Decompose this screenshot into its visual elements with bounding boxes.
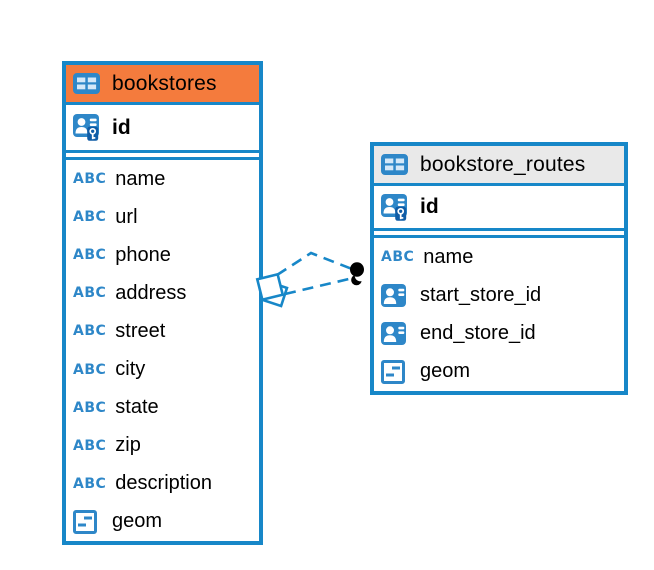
column-row-name[interactable]: ABC name: [374, 238, 624, 276]
column-name: street: [115, 319, 166, 342]
column-name: address: [115, 281, 187, 304]
column-name: name: [423, 245, 474, 268]
column-name: description: [115, 472, 212, 495]
column-name: zip: [115, 434, 141, 457]
column-row-url[interactable]: ABC url: [66, 198, 259, 236]
relationship-target-dot-marker[interactable]: [350, 262, 367, 286]
relationship-line-upper[interactable]: [276, 251, 353, 277]
column-row-end-store-id[interactable]: end_store_id: [374, 315, 624, 353]
text-type-icon: ABC: [73, 247, 107, 264]
table-title: bookstores: [112, 71, 217, 95]
text-type-icon: ABC: [73, 361, 107, 378]
text-type-icon: ABC: [73, 285, 107, 302]
table-header-bookstore-routes[interactable]: bookstore_routes: [374, 146, 624, 186]
primary-key-name: id: [112, 115, 131, 139]
relationship-line-lower[interactable]: [284, 277, 350, 296]
table-header-bookstores[interactable]: bookstores: [66, 65, 259, 105]
primary-key-icon: [381, 193, 411, 221]
column-row-city[interactable]: ABC city: [66, 350, 259, 388]
column-row-street[interactable]: ABC street: [66, 312, 259, 350]
column-row-geom[interactable]: geom: [66, 503, 259, 541]
column-name: geom: [112, 510, 163, 533]
primary-key-icon: [73, 114, 103, 141]
column-name: name: [115, 167, 166, 190]
geometry-type-icon: [73, 509, 103, 534]
column-name: geom: [420, 360, 471, 383]
section-divider-gap: [66, 153, 259, 157]
column-row-state[interactable]: ABC state: [66, 389, 259, 427]
column-name: city: [115, 358, 146, 381]
column-row-start-store-id[interactable]: start_store_id: [374, 276, 624, 314]
column-row-phone[interactable]: ABC phone: [66, 236, 259, 274]
table-icon: [73, 73, 103, 94]
primary-key-name: id: [420, 195, 439, 218]
column-name: url: [115, 205, 138, 228]
table-title: bookstore_routes: [420, 152, 586, 176]
foreign-key-icon: [381, 322, 411, 346]
column-row-address[interactable]: ABC address: [66, 274, 259, 312]
text-type-icon: ABC: [73, 437, 107, 454]
columns-list-bookstore-routes: ABC name start_store_id: [374, 235, 624, 391]
text-type-icon: ABC: [73, 323, 107, 340]
text-type-icon: ABC: [73, 399, 107, 416]
column-row-name[interactable]: ABC name: [66, 160, 259, 198]
table-icon: [381, 154, 411, 175]
text-type-icon: ABC: [73, 171, 107, 188]
table-bookstore-routes[interactable]: bookstore_routes id: [370, 142, 628, 395]
text-type-icon: ABC: [73, 475, 107, 492]
geometry-type-icon: [381, 359, 411, 384]
text-type-icon: ABC: [73, 209, 107, 226]
column-row-zip[interactable]: ABC zip: [66, 427, 259, 465]
column-name: state: [115, 396, 159, 419]
text-type-icon: ABC: [381, 249, 415, 266]
column-row-description[interactable]: ABC description: [66, 465, 259, 503]
column-row-geom[interactable]: geom: [374, 353, 624, 391]
column-name: start_store_id: [420, 283, 542, 306]
column-name: end_store_id: [420, 322, 536, 345]
column-row-routes-id[interactable]: id: [374, 186, 624, 231]
column-name: phone: [115, 243, 171, 266]
column-row-bookstores-id[interactable]: id: [66, 105, 259, 153]
columns-list-bookstores: ABC name ABC url ABC phone ABC address A…: [66, 157, 259, 541]
section-divider-gap: [374, 231, 624, 235]
table-bookstores[interactable]: bookstores id ABC: [62, 61, 263, 545]
foreign-key-icon: [381, 283, 411, 307]
